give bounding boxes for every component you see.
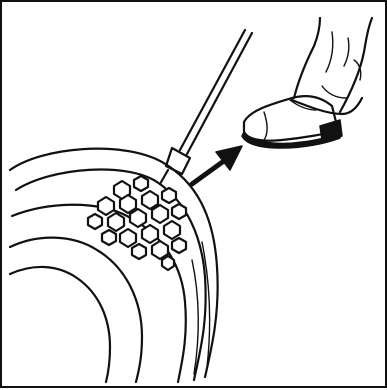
tire-inner-rim — [10, 267, 110, 382]
tire — [10, 149, 218, 382]
trouser-left-edge — [294, 18, 320, 98]
trouser-crease-2 — [344, 38, 349, 66]
probe-shaft — [180, 30, 252, 154]
arrow — [192, 146, 242, 184]
probe-tool — [160, 30, 252, 184]
tire-inner-wall — [10, 238, 142, 382]
tire-sidewall-line-2 — [192, 260, 198, 374]
probe-tip-body — [166, 148, 190, 174]
shoe — [242, 96, 342, 148]
probe-tip — [160, 170, 168, 184]
arrow-shaft — [192, 158, 228, 184]
tire-shoulder — [12, 205, 186, 382]
trouser-crease-3 — [322, 86, 346, 98]
trouser-crease-1 — [326, 32, 333, 72]
